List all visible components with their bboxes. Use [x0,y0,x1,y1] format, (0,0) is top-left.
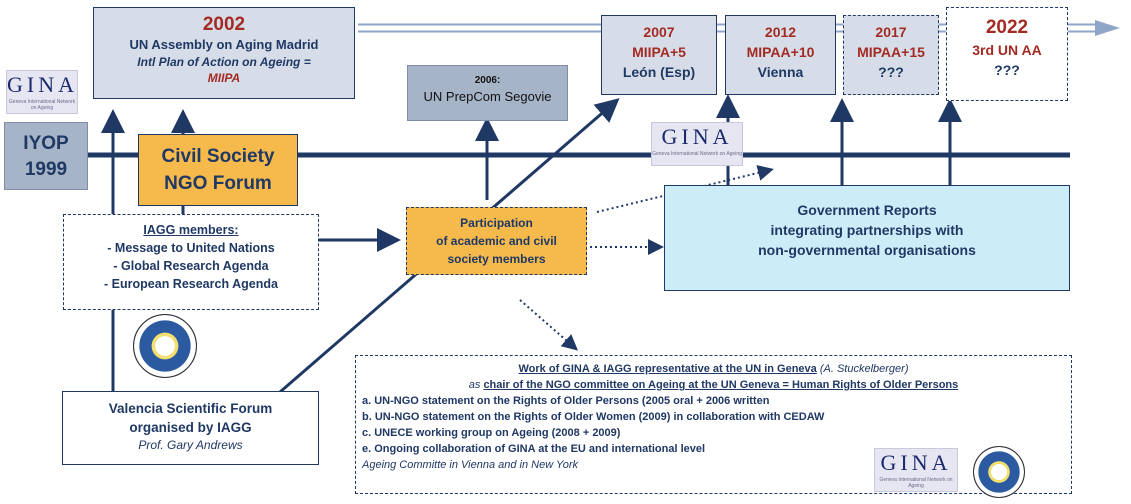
milestone-2002: 2002 UN Assembly on Aging Madrid Intl Pl… [93,7,355,99]
milestone-2002-subtitle: Intl Plan of Action on Ageing = [137,55,311,69]
iyop-label: IYOP [23,133,69,154]
participation-line2: of academic and civil [436,234,557,248]
iagg-members-box: IAGG members: - Message to United Nation… [63,214,319,310]
milestone-2012: 2012 MIPAA+10 Vienna [725,15,836,95]
gina-work-item: c. UNECE working group on Ageing (2008 +… [362,427,621,439]
gina-work-item: a. UN-NGO statement on the Rights of Old… [362,395,770,407]
gina-logo-middle: GINA Geneva International Network on Age… [651,122,743,166]
milestone-2007-place: León (Esp) [622,64,696,80]
milestone-2012-year: 2012 [764,24,797,40]
iagg-members-item: - Global Research Agenda [113,259,269,273]
gina-logo-middle-text: GINA [661,124,733,149]
milestone-2017-place: ??? [878,64,904,80]
milestone-2002-title: UN Assembly on Aging Madrid [129,37,319,52]
iagg-members-title: IAGG members: [143,223,239,237]
gina-work-subtitle-main: chair of the NGO committee on Ageing at … [483,379,959,391]
gina-logo-middle-subtext: Geneva International Network on Ageing [652,151,742,157]
gina-work-title: Work of GINA & IAGG representative at th… [362,361,1065,377]
gina-logo-bottom-text: GINA [880,450,952,475]
participation-box: Participation of academic and civil soci… [406,207,587,275]
milestone-2012-place: Vienna [757,64,804,80]
gina-work-footer: Ageing Committe in Vienna and in New Yor… [362,459,579,471]
gina-logo-text: GINA [7,72,78,97]
iagg-members-item: - Message to United Nations [107,241,275,255]
government-line1: Government Reports [797,202,937,218]
milestone-2022-year: 2022 [985,17,1029,38]
milestone-2022-place: ??? [994,62,1020,78]
milestone-2022-title: 3rd UN AA [972,42,1042,58]
iagg-members-item: - European Research Agenda [104,277,278,291]
gina-work-subtitle-prefix: as [468,379,484,391]
iagg-seal-logo [133,314,197,378]
valencia-line2: organised by IAGG [129,420,252,435]
milestone-2012-title: MIPAA+10 [746,44,815,60]
milestone-2006-year: 2006: [474,75,501,86]
valencia-line1: Valencia Scientific Forum [108,401,273,416]
civil-society-line1: Civil Society [161,146,275,167]
milestone-2006: 2006: UN PrepCom Segovie [407,65,568,121]
milestone-2006-title: UN PrepCom Segovie [423,89,552,104]
participation-line3: society members [447,252,546,266]
gina-work-title-main: Work of GINA & IAGG representative at th… [518,363,817,375]
civil-society-line2: NGO Forum [164,173,272,194]
gina-work-item: b. UN-NGO statement on the Rights of Old… [362,411,825,423]
government-line2: integrating partnerships with [770,222,964,238]
valencia-line3: Prof. Gary Andrews [138,438,243,452]
gina-logo: GINA Geneva International Network on Age… [6,70,78,114]
government-line3: non-governmental organisations [758,242,976,258]
participation-line1: Participation [460,216,533,230]
iagg-seal-logo-bottom [973,446,1025,498]
iyop-year: 1999 [24,159,68,180]
gina-work-item: e. Ongoing collaboration of GINA at the … [362,443,706,455]
valencia-forum-box: Valencia Scientific Forum organised by I… [62,391,319,465]
milestone-2022: 2022 3rd UN AA ??? [946,7,1068,101]
gina-work-subtitle: as chair of the NGO committee on Ageing … [362,377,1065,393]
milestone-2017: 2017 MIPAA+15 ??? [843,15,939,95]
gina-logo-bottom: GINA Geneva International Network on Age… [874,448,958,492]
milestone-2007-year: 2007 [643,24,675,40]
milestone-2002-year: 2002 [202,14,246,35]
civil-society-forum: Civil Society NGO Forum [138,134,298,206]
gina-work-box: Work of GINA & IAGG representative at th… [355,355,1072,494]
gina-logo-bottom-subtext: Geneva International Network on Ageing [879,477,953,489]
iyop-box: IYOP 1999 [4,122,88,190]
gina-logo-subtext: Geneva International Network on Ageing [8,99,76,111]
milestone-2002-acronym: MIIPA [207,71,241,85]
government-reports-box: Government Reports integrating partnersh… [664,185,1070,291]
milestone-2007-title: MIIPA+5 [632,44,686,60]
milestone-2017-year: 2017 [875,24,907,40]
milestone-2017-title: MIPAA+15 [857,44,925,60]
gina-work-title-author: (A. Stuckelberger) [816,363,909,375]
milestone-2007: 2007 MIIPA+5 León (Esp) [601,15,717,95]
